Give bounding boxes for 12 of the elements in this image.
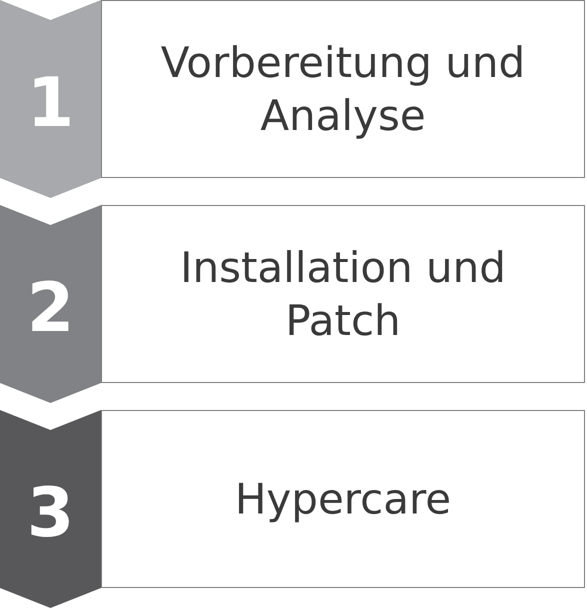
step-number-tab — [0, 410, 101, 608]
step-number: 2 — [26, 275, 74, 343]
step-box — [101, 205, 585, 383]
step-title: Vorbereitung und Analyse — [160, 37, 526, 142]
step-number-tab — [0, 205, 101, 403]
step-title: Installation und Patch — [179, 242, 507, 347]
step-number-tab — [0, 0, 101, 198]
step-number: 1 — [26, 70, 74, 138]
step-box — [101, 0, 585, 178]
step-number: 3 — [26, 480, 74, 548]
step-title: Hypercare — [234, 474, 452, 526]
step-box — [101, 410, 585, 588]
